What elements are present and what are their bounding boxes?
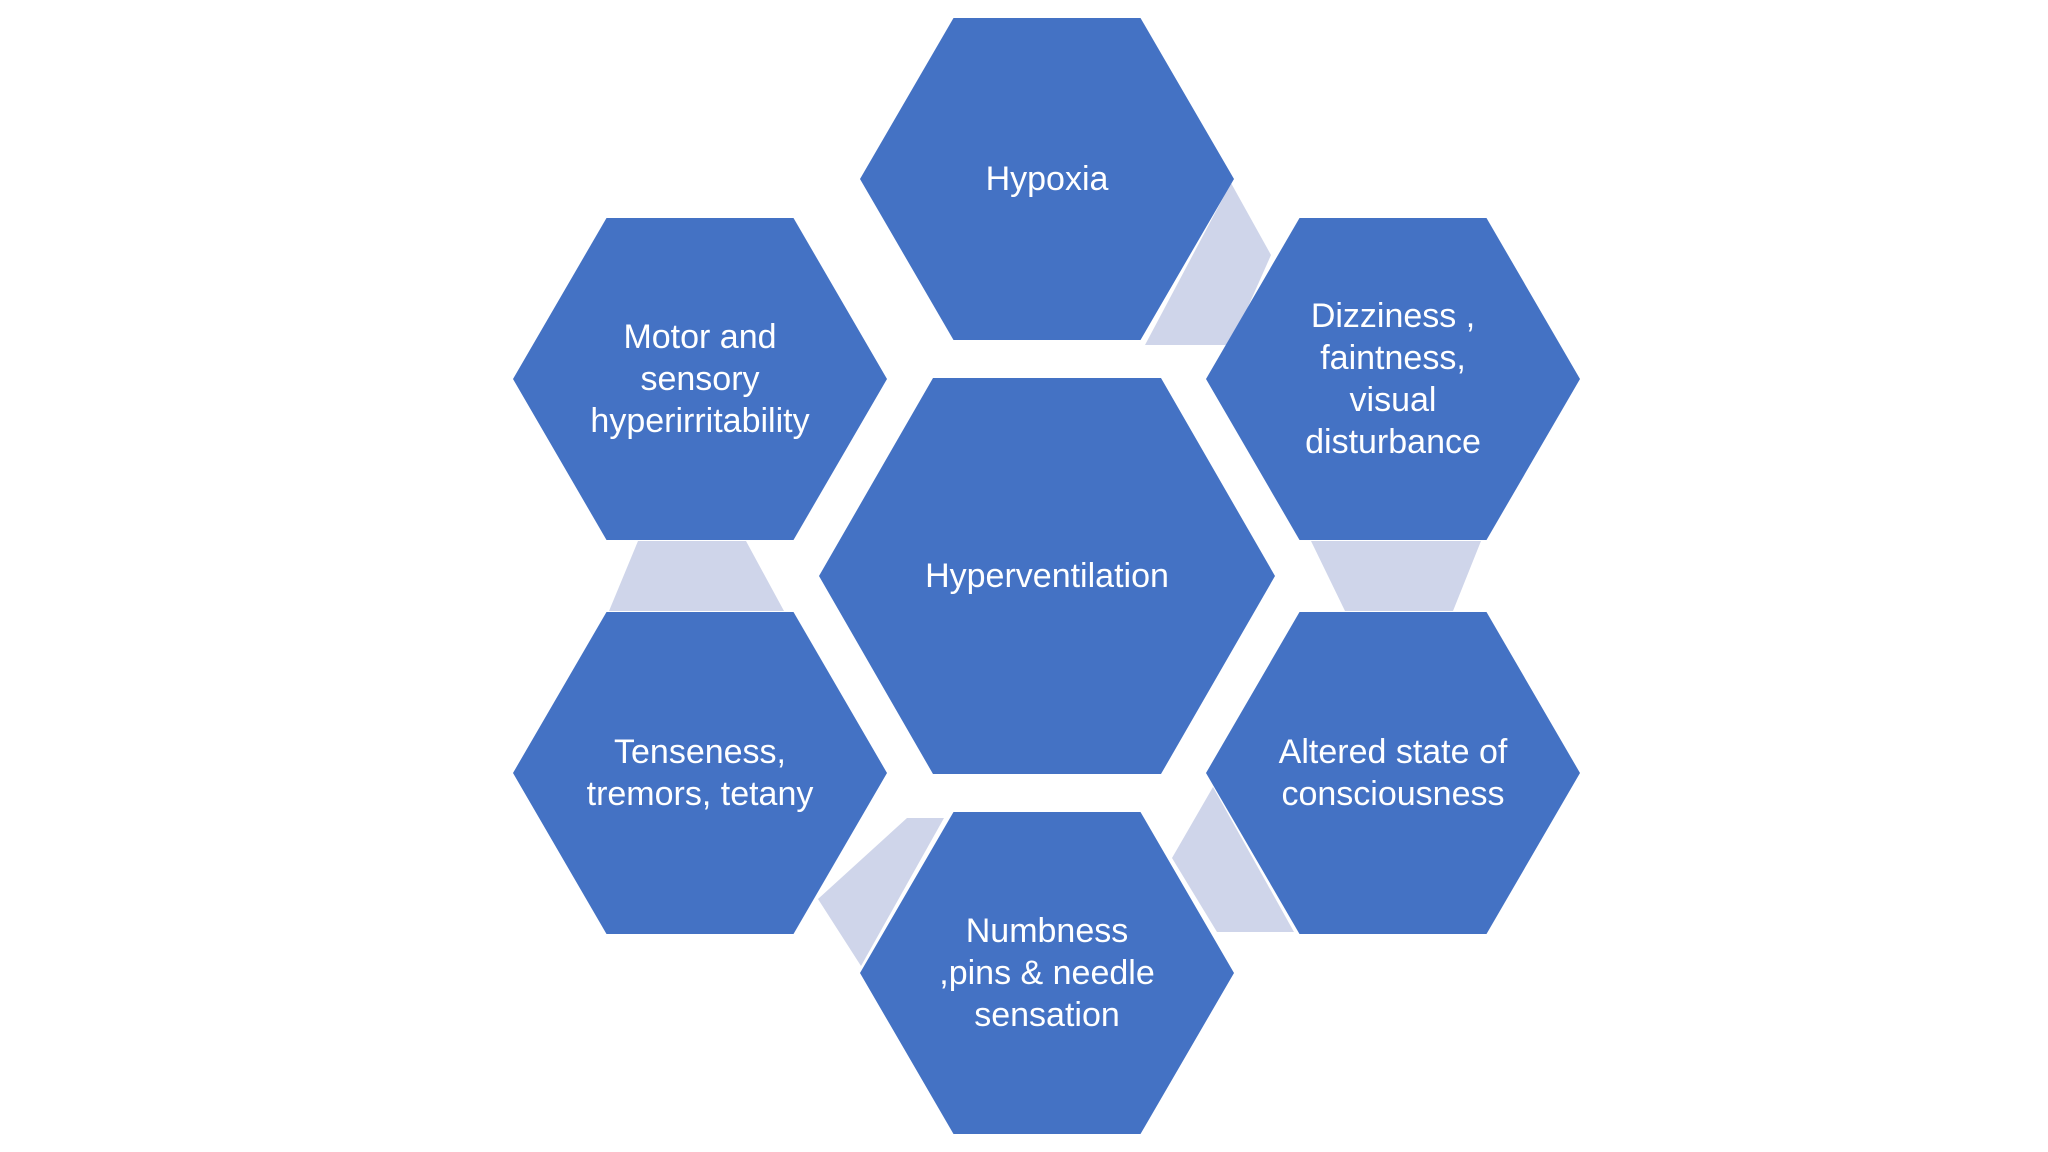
hexagon-motor-label-line: sensory: [640, 360, 759, 398]
hexagon-hypoxia-label-line: Hypoxia: [986, 160, 1109, 198]
hexagon-tenseness: Tenseness, tremors, tetany: [513, 612, 887, 934]
hexagon-tenseness-label-line: tremors, tetany: [587, 775, 814, 813]
hexagon-altered-label-line: Altered state of: [1279, 733, 1508, 771]
hexagon-altered: Altered state of consciousness: [1206, 612, 1580, 934]
center-hexagon: Hyperventilation: [819, 378, 1275, 774]
hexagon-motor: Motor and sensory hyperirritability: [513, 218, 887, 540]
center-hexagon-shape: [819, 378, 1275, 774]
hexagon-dizziness-shape: [1206, 218, 1580, 540]
connector-numbness-tenseness: [818, 818, 944, 966]
hexagon-numbness-label-line: Numbness: [966, 912, 1129, 950]
hexagon-hypoxia-shape: [860, 18, 1234, 340]
hexagon-tenseness-shape: [513, 612, 887, 934]
connector-hypoxia-dizziness: [1145, 183, 1271, 345]
connector-altered-numbness: [1172, 787, 1294, 932]
hexagon-dizziness-label-line: faintness,: [1320, 339, 1466, 377]
hexagon-numbness-label-line: sensation: [974, 996, 1120, 1034]
hexagon-dizziness-label-line: visual: [1350, 381, 1437, 419]
hexagon-altered-shape: [1206, 612, 1580, 934]
hexagon-tenseness-label-line: Tenseness,: [614, 733, 786, 771]
hexagon-numbness: Numbness ,pins & needle sensation: [860, 812, 1234, 1134]
hexagon-numbness-shape: [860, 812, 1234, 1134]
hexagon-motor-shape: [513, 218, 887, 540]
hexagon-numbness-label-line: ,pins & needle: [939, 954, 1155, 992]
hexagon-dizziness: Dizziness , faintness, visual disturbance: [1206, 218, 1580, 540]
center-hexagon-label-line: Hyperventilation: [925, 557, 1169, 595]
hexagon-motor-label-line: Motor and: [623, 318, 776, 356]
connector-dizziness-altered: [1311, 541, 1481, 611]
hexagon-altered-label-line: consciousness: [1281, 775, 1504, 813]
hexagon-motor-label-line: hyperirritability: [590, 402, 809, 440]
hexagon-dizziness-label-line: Dizziness ,: [1311, 297, 1475, 335]
connector-tenseness-motor: [609, 541, 784, 611]
hexagon-dizziness-label-line: disturbance: [1305, 423, 1481, 461]
hexagon-hypoxia: Hypoxia: [860, 18, 1234, 340]
connector-layer: [609, 183, 1481, 966]
